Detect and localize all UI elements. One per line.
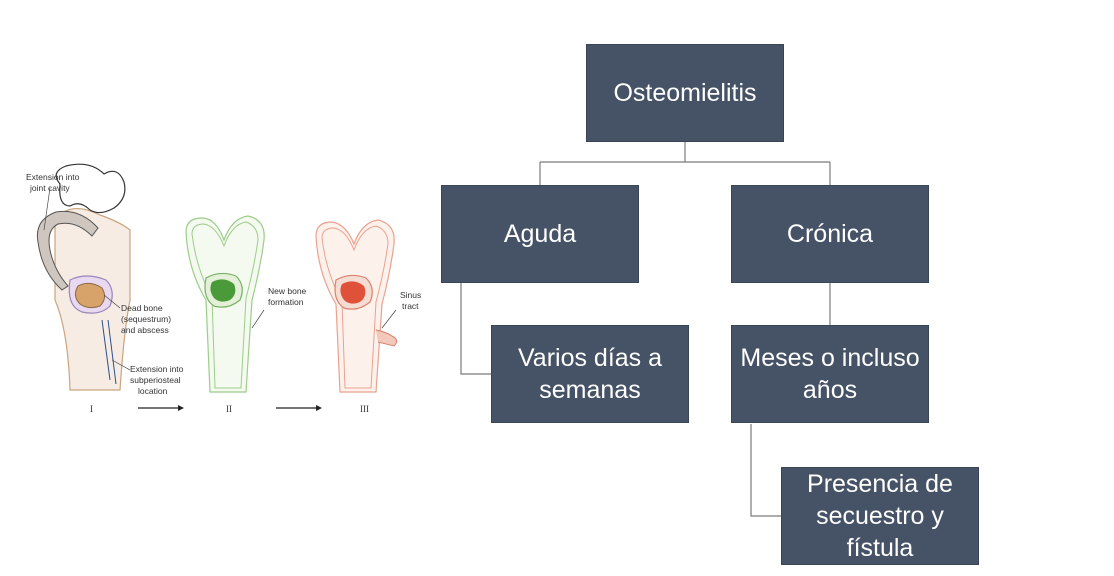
node-chronic-feature-label: Presencia de secuestro y fístula bbox=[807, 470, 953, 562]
label-subperiosteal-1: Extension into bbox=[130, 364, 184, 374]
stage-one-bone bbox=[36, 163, 131, 391]
arrow-one-icon bbox=[178, 405, 184, 411]
sequestrum-stage-two bbox=[210, 279, 236, 302]
stage-label-one: I bbox=[90, 404, 93, 414]
node-chronic-duration-label: Meses o incluso años bbox=[740, 344, 920, 404]
label-sinus-1: Sinus bbox=[400, 290, 421, 300]
node-osteomielitis-label: Osteomielitis bbox=[613, 79, 757, 107]
label-new-bone-1: New bone bbox=[268, 286, 307, 296]
node-chronic-feature: Presencia de secuestro y fístula bbox=[781, 467, 979, 565]
label-joint-2: joint cavity bbox=[29, 183, 70, 193]
osteomyelitis-stages-illustration: Extension into joint cavity Dead bone (s… bbox=[26, 163, 421, 414]
label-dead-bone-2: (sequestrum) bbox=[121, 314, 171, 324]
stage-label-two: II bbox=[226, 404, 232, 414]
label-sinus-2: tract bbox=[402, 301, 419, 311]
node-acute-duration-label: Varios días a semanas bbox=[517, 344, 663, 404]
label-joint-1: Extension into bbox=[26, 172, 80, 182]
node-cronica: Crónica bbox=[731, 185, 929, 283]
stage-three-bone bbox=[315, 219, 398, 393]
node-aguda-label: Aguda bbox=[503, 220, 577, 248]
label-new-bone-2: formation bbox=[268, 297, 304, 307]
node-cronica-label: Crónica bbox=[786, 220, 874, 248]
node-osteomielitis: Osteomielitis bbox=[586, 44, 784, 142]
stage-label-three: III bbox=[360, 404, 369, 414]
label-subperiosteal-2: subperiosteal bbox=[130, 375, 181, 385]
node-chronic-duration: Meses o incluso años bbox=[731, 325, 929, 423]
node-acute-duration: Varios días a semanas bbox=[491, 325, 689, 423]
arrow-two-icon bbox=[316, 405, 322, 411]
label-subperiosteal-3: location bbox=[138, 386, 168, 396]
sequestrum-stage-one bbox=[74, 282, 106, 309]
label-dead-bone-3: and abscess bbox=[121, 325, 169, 335]
node-aguda: Aguda bbox=[441, 185, 639, 283]
label-dead-bone-1: Dead bone bbox=[121, 303, 163, 313]
sequestrum-stage-three bbox=[340, 281, 366, 304]
stage-two-bone bbox=[185, 215, 265, 393]
